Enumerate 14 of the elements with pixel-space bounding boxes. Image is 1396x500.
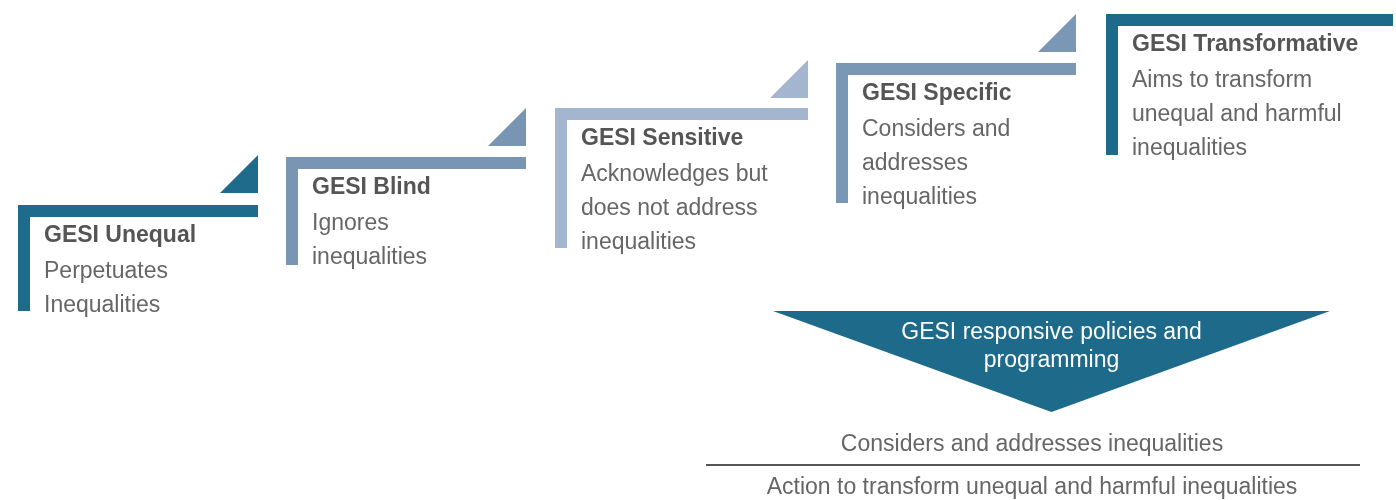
triangle-label: GESI responsive policies and programming — [900, 317, 1203, 373]
step-heading: GESI Transformative — [1132, 30, 1359, 57]
step-heading: GESI Sensitive — [581, 124, 744, 151]
step-description: Considers and addresses inequalities — [862, 114, 1012, 211]
step-description: Aims to transform unequal and harmful inequalities — [1132, 65, 1343, 162]
step-description: Ignores inequalities — [312, 208, 429, 271]
downward-triangle — [773, 311, 1330, 412]
step-heading: GESI Specific — [862, 79, 1012, 106]
step-heading: GESI Blind — [312, 173, 431, 200]
note-text: Action to transform unequal and harmful inequalities — [765, 473, 1299, 500]
step-description: Perpetuates Inequalities — [44, 256, 170, 319]
note-text: Considers and addresses inequalities — [839, 430, 1225, 457]
step-description: Acknowledges but does not address inequalities — [581, 159, 769, 256]
step-heading: GESI Unequal — [44, 221, 197, 248]
